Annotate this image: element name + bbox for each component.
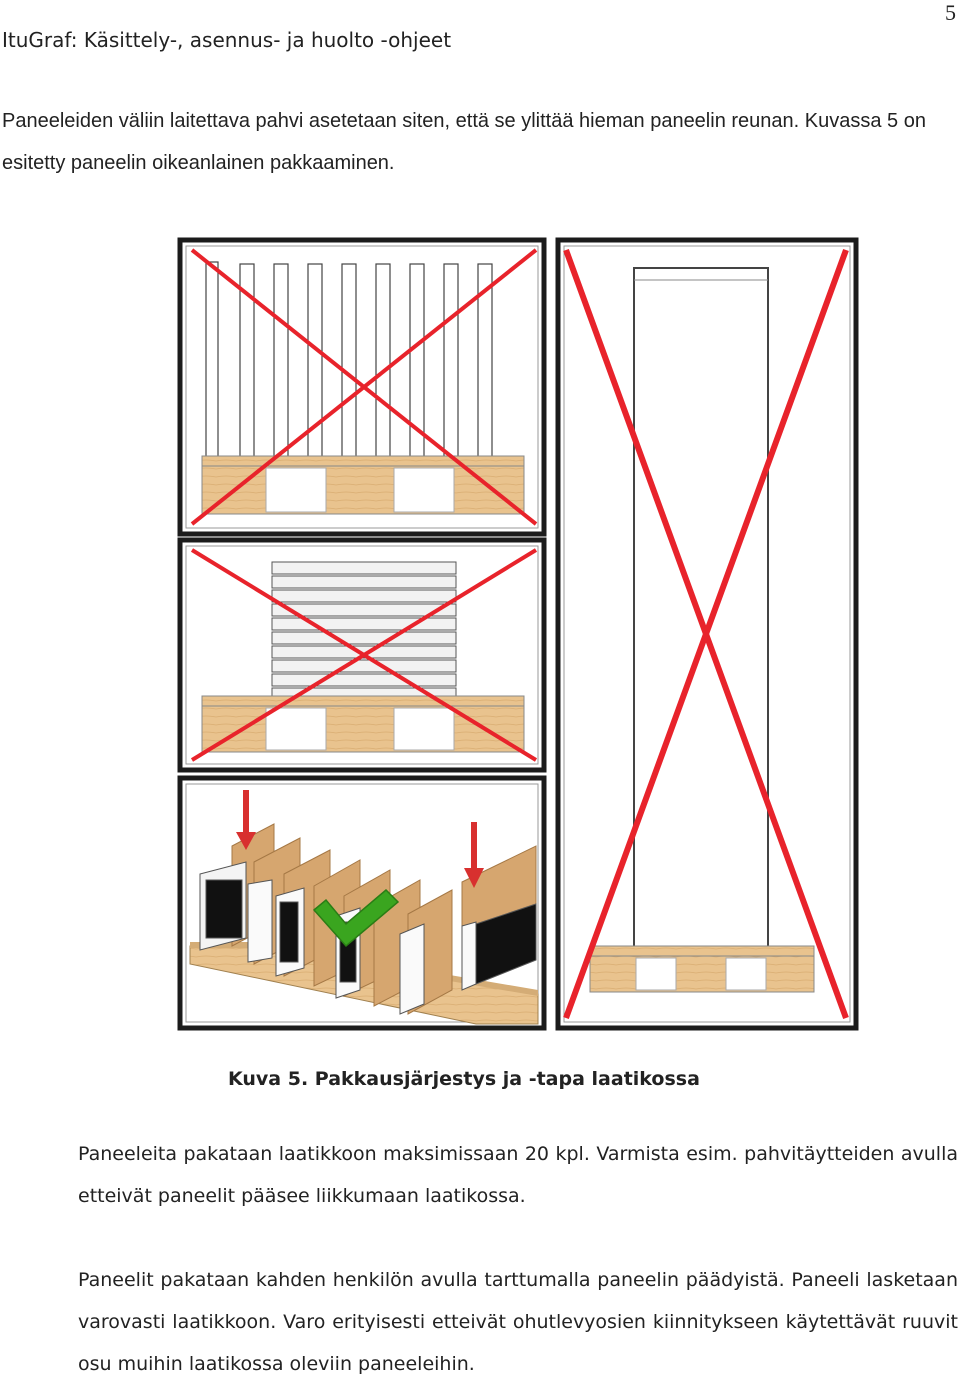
- page-number: 5: [945, 0, 956, 25]
- packing-figure: [176, 234, 862, 1034]
- insert-arrow-right: [464, 822, 484, 888]
- header-title: ItuGraf: Käsittely-, asennus- ja huolto …: [2, 28, 452, 52]
- intro-paragraph: Paneeleiden väliin laitettava pahvi aset…: [2, 110, 926, 174]
- wrong-tall-panel-image: [555, 237, 859, 1031]
- insert-arrow-left: [236, 790, 256, 850]
- correct-packing-image: [177, 775, 547, 1031]
- wrong-vertical-panels-image: [177, 237, 547, 537]
- body-paragraph-1: Paneeleita pakataan laatikkoon maksimiss…: [78, 1143, 958, 1207]
- body-paragraph-2: Paneelit pakataan kahden henkilön avulla…: [78, 1269, 958, 1375]
- wrong-stacked-panels-image: [177, 537, 547, 773]
- figure-caption: Kuva 5. Pakkausjärjestys ja -tapa laatik…: [228, 1068, 700, 1090]
- check-icon: [312, 888, 400, 948]
